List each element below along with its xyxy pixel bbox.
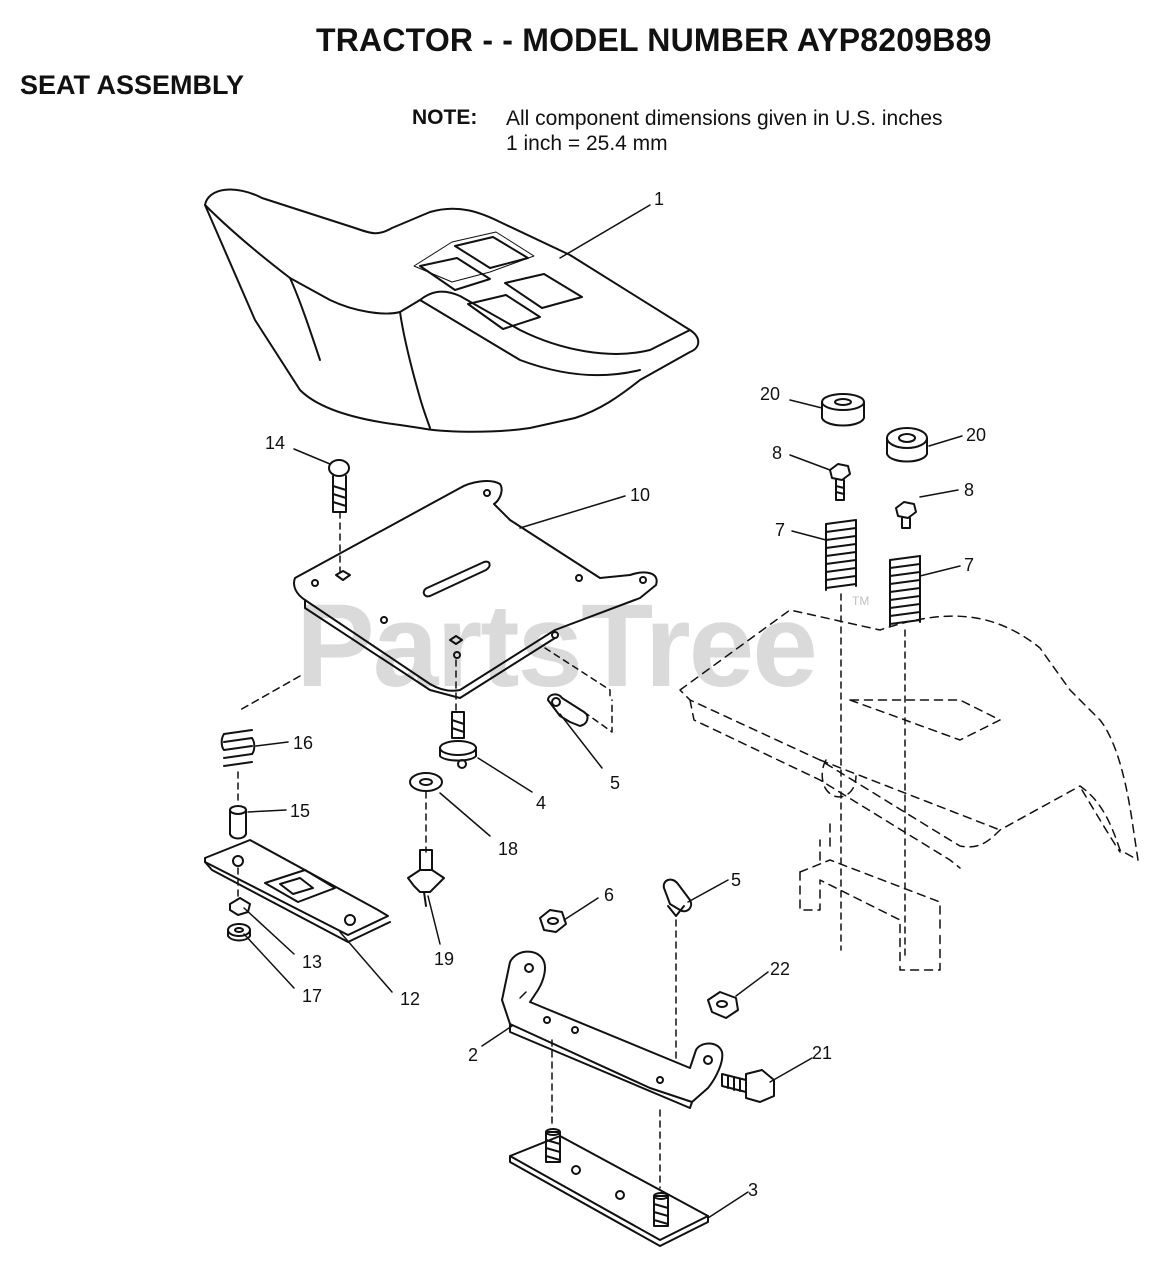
- spacer-15-part: [229, 805, 247, 840]
- washer-17-part: [227, 923, 251, 942]
- bolt-8-left-part: [829, 463, 851, 501]
- callout-7-left: 7: [775, 520, 786, 540]
- shoulder-bolt-4-part: [439, 711, 477, 769]
- pivot-bracket-2-part: [501, 950, 724, 1109]
- base-plate-3-part: [509, 1128, 709, 1247]
- callout-8-right: 8: [964, 480, 975, 500]
- callout-4: 4: [536, 793, 547, 813]
- callout-19: 19: [434, 949, 455, 969]
- callout-13: 13: [302, 952, 323, 972]
- hex-bolt-21-part: [721, 1069, 775, 1103]
- callout-21: 21: [812, 1043, 833, 1063]
- callout-17: 17: [302, 986, 323, 1006]
- note-text: All component dimensions given in U.S. i…: [506, 106, 943, 156]
- callout-16: 16: [293, 733, 314, 753]
- clip-5-upper-part: [547, 693, 613, 733]
- callout-10: 10: [630, 485, 651, 505]
- callout-1: 1: [654, 189, 665, 209]
- callout-18: 18: [498, 839, 519, 859]
- callout-6: 6: [604, 885, 615, 905]
- note-label: NOTE:: [412, 106, 478, 129]
- callout-8-left: 8: [772, 443, 783, 463]
- callout-2: 2: [468, 1045, 479, 1065]
- note-line-1: All component dimensions given in U.S. i…: [506, 107, 943, 130]
- callout-5-upper: 5: [610, 773, 621, 793]
- callout-5-lower: 5: [731, 870, 742, 890]
- watermark: PartsTree: [296, 580, 818, 712]
- watermark-tm: TM: [852, 594, 870, 608]
- knob-19-part: [407, 849, 445, 907]
- callout-14: 14: [265, 433, 286, 453]
- bumper-20-left-part: [821, 393, 865, 427]
- callout-20-right: 20: [966, 425, 987, 445]
- nut-13-part: [229, 897, 251, 916]
- callout-7-right: 7: [964, 555, 975, 575]
- spring-16-part: [220, 729, 256, 801]
- callout-3: 3: [748, 1180, 759, 1200]
- callout-20-left: 20: [760, 384, 781, 404]
- mounting-bracket-12-part: [204, 839, 391, 943]
- page-title: TRACTOR - - MODEL NUMBER AYP8209B89: [316, 22, 992, 58]
- washer-18-part: [409, 772, 443, 853]
- note-line-2: 1 inch = 25.4 mm: [506, 132, 668, 155]
- bumper-20-right-part: [886, 427, 928, 463]
- spring-7-right-part: [889, 555, 921, 627]
- callout-15: 15: [290, 801, 311, 821]
- fender-frame-outline: [679, 609, 1139, 971]
- nut-6-part: [539, 909, 567, 933]
- bolt-8-right-part: [895, 501, 917, 529]
- clip-5-lower-part: [662, 878, 692, 1061]
- callout-12: 12: [400, 989, 421, 1009]
- nut-22-part: [707, 991, 739, 1019]
- callout-leaders: [243, 204, 963, 1219]
- seat-pan-part: [293, 480, 658, 701]
- section-title: SEAT ASSEMBLY: [20, 70, 245, 100]
- spring-7-left-part: [825, 519, 857, 591]
- carriage-bolt-part: [328, 459, 350, 573]
- seat-part: [204, 188, 700, 433]
- callout-22: 22: [770, 959, 791, 979]
